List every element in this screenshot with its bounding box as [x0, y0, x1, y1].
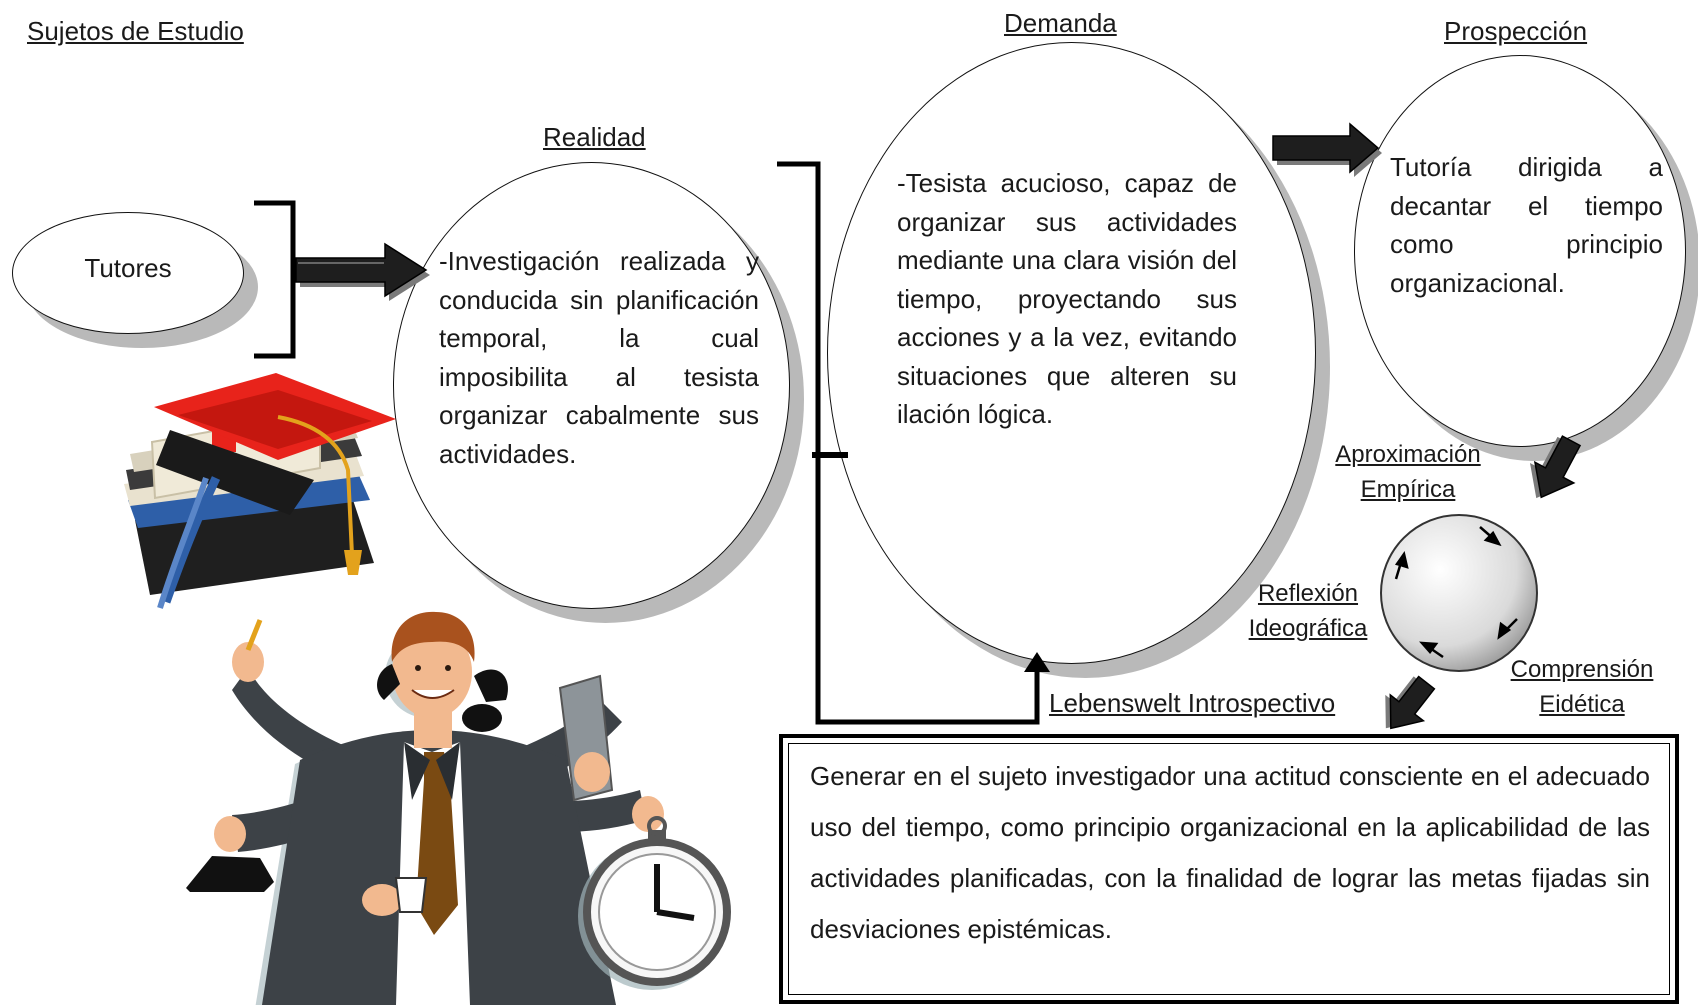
label-realidad: Realidad	[543, 122, 646, 152]
label-comprension-eidetica: Comprensión Eidética	[1497, 652, 1667, 722]
realidad-demanda-bracket	[777, 161, 1050, 725]
alarm-clock-icon	[578, 816, 731, 990]
prospeccion-ellipse	[1354, 55, 1686, 447]
label-prospeccion: Prospección	[1444, 16, 1588, 46]
demanda-ellipse	[827, 42, 1316, 664]
realidad-ellipse	[393, 162, 790, 609]
tutores-ellipse	[12, 212, 244, 334]
goal-box	[779, 734, 1679, 1004]
label-reflexion-line2: Ideográfica	[1248, 615, 1368, 642]
goal-box-inner	[788, 743, 1670, 995]
arrow-to-realidad-icon	[295, 242, 430, 301]
label-aproximacion-line1: Aproximación	[1335, 441, 1481, 468]
busy-businessman-icon	[186, 611, 664, 1005]
prospeccion-text: Tutoría dirigida a decantar el tiempo co…	[1390, 152, 1663, 298]
goal-text: Generar en el sujeto investigador una ac…	[810, 761, 1650, 944]
arrow-to-cycle-icon	[1530, 435, 1582, 499]
label-sujetos: Sujetos de Estudio	[27, 16, 244, 46]
cycle-icon	[1380, 514, 1538, 672]
arrow-to-prospeccion-icon	[1272, 122, 1382, 177]
realidad-text: -Investigación realizada y conducida sin…	[439, 246, 759, 469]
tutores-bracket	[254, 200, 296, 359]
graduation-cap-books-icon	[124, 373, 396, 609]
label-reflexion-line1: Reflexión	[1257, 580, 1359, 607]
label-comprension-line1: Comprensión	[1510, 656, 1654, 683]
tutores-label: Tutores	[84, 253, 172, 283]
arrow-to-goal-icon	[1385, 675, 1436, 730]
demanda-text: -Tesista acucioso, capaz de organizar su…	[897, 168, 1237, 429]
label-reflexion-ideografica: Reflexión Ideográfica	[1228, 576, 1388, 646]
label-aproximacion-line2: Empírica	[1360, 476, 1456, 503]
label-comprension-line2: Eidética	[1539, 691, 1625, 718]
label-lebenswelt: Lebenswelt Introspectivo	[1049, 688, 1336, 718]
label-aproximacion-empirica: Aproximación Empírica	[1322, 437, 1494, 507]
label-demanda: Demanda	[1004, 8, 1117, 38]
